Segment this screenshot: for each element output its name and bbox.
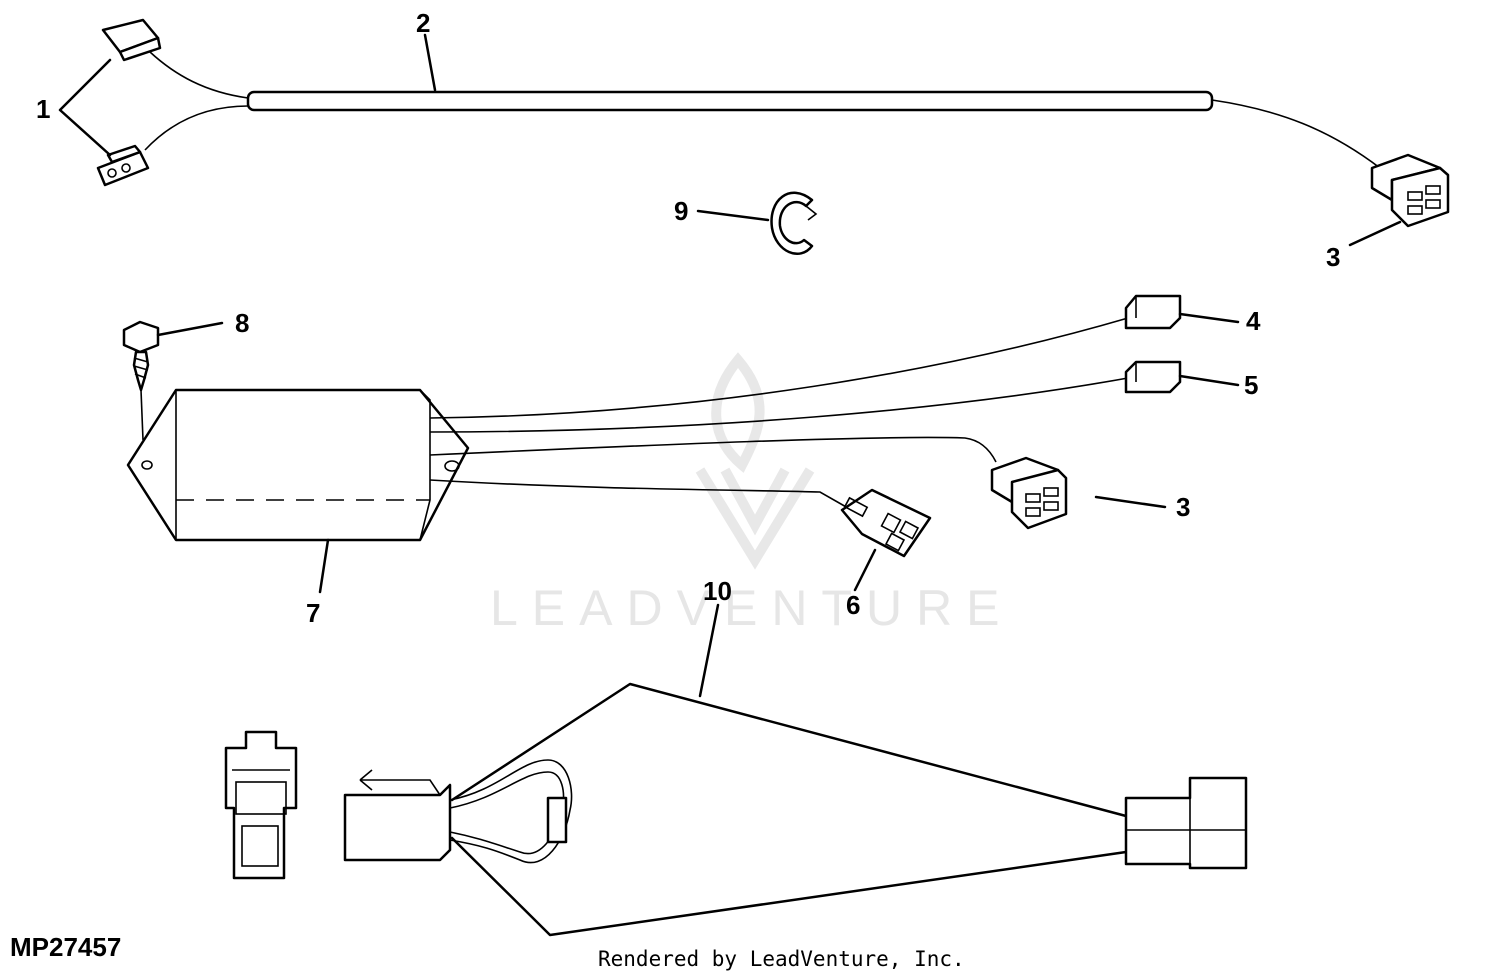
part-2-harness xyxy=(144,33,1381,169)
part-3-connector-middle xyxy=(990,456,1167,530)
watermark: LEADVENTURE xyxy=(490,352,1014,636)
callout-8: 8 xyxy=(235,308,249,338)
part-7-module xyxy=(126,388,470,594)
callout-3-middle: 3 xyxy=(1176,492,1190,522)
part-9-clip xyxy=(696,191,818,256)
footer-credit: Rendered by LeadVenture, Inc. xyxy=(598,947,965,971)
part-5-terminal xyxy=(1124,360,1240,394)
callout-5: 5 xyxy=(1244,370,1258,400)
part-3-connector-top xyxy=(1348,153,1450,247)
callout-1: 1 xyxy=(36,94,50,124)
part-1-connectors xyxy=(58,18,162,187)
part-8-screw xyxy=(122,320,224,441)
callout-4: 4 xyxy=(1246,306,1261,336)
diagram-code: MP27457 xyxy=(10,932,121,962)
callout-6: 6 xyxy=(846,590,860,620)
callout-7: 7 xyxy=(306,598,320,628)
part-4-terminal xyxy=(1124,294,1240,330)
callout-9: 9 xyxy=(674,196,688,226)
callout-3-top: 3 xyxy=(1326,242,1340,272)
watermark-text: LEADVENTURE xyxy=(490,580,1014,636)
part-6-connector xyxy=(840,488,932,592)
callout-2: 2 xyxy=(416,8,430,38)
part-10-harness xyxy=(224,603,1248,937)
callout-10: 10 xyxy=(703,576,732,606)
module-wires xyxy=(429,317,1129,509)
